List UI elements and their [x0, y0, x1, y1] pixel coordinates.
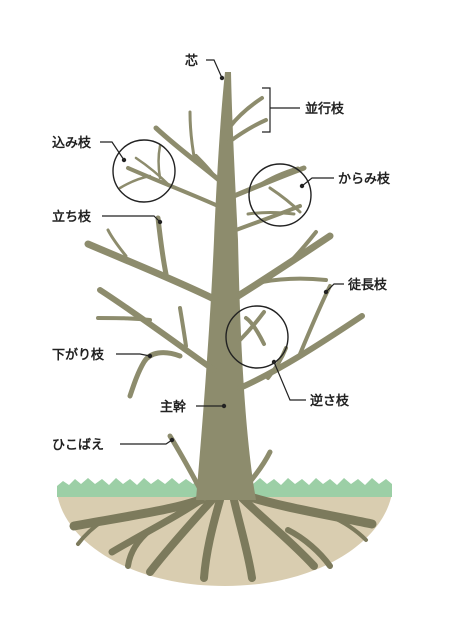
label-komieda: 込み枝 [52, 135, 92, 151]
label-tokonaga: 徒長枝 [347, 277, 388, 293]
branches [84, 96, 365, 399]
label-sagarieda: 下がり枝 [52, 347, 105, 363]
komieda-circle [112, 139, 176, 203]
sakasaeda-circle [225, 305, 289, 369]
label-shukan: 主幹 [160, 399, 187, 415]
label-tachieda: 立ち枝 [52, 209, 92, 225]
label-sakasaeda: 逆さ枝 [310, 393, 350, 409]
soil [57, 493, 392, 586]
label-heikoushi: 並行枝 [305, 101, 345, 117]
label-karamieda: からみ枝 [338, 171, 391, 187]
leader-lines [100, 59, 344, 445]
main-trunk [196, 72, 256, 500]
karamieda-circle [248, 163, 312, 227]
label-hikobae: ひこばえ [52, 438, 104, 453]
heikoushi-bracket [262, 87, 271, 133]
label-shin: 芯 [185, 53, 198, 69]
